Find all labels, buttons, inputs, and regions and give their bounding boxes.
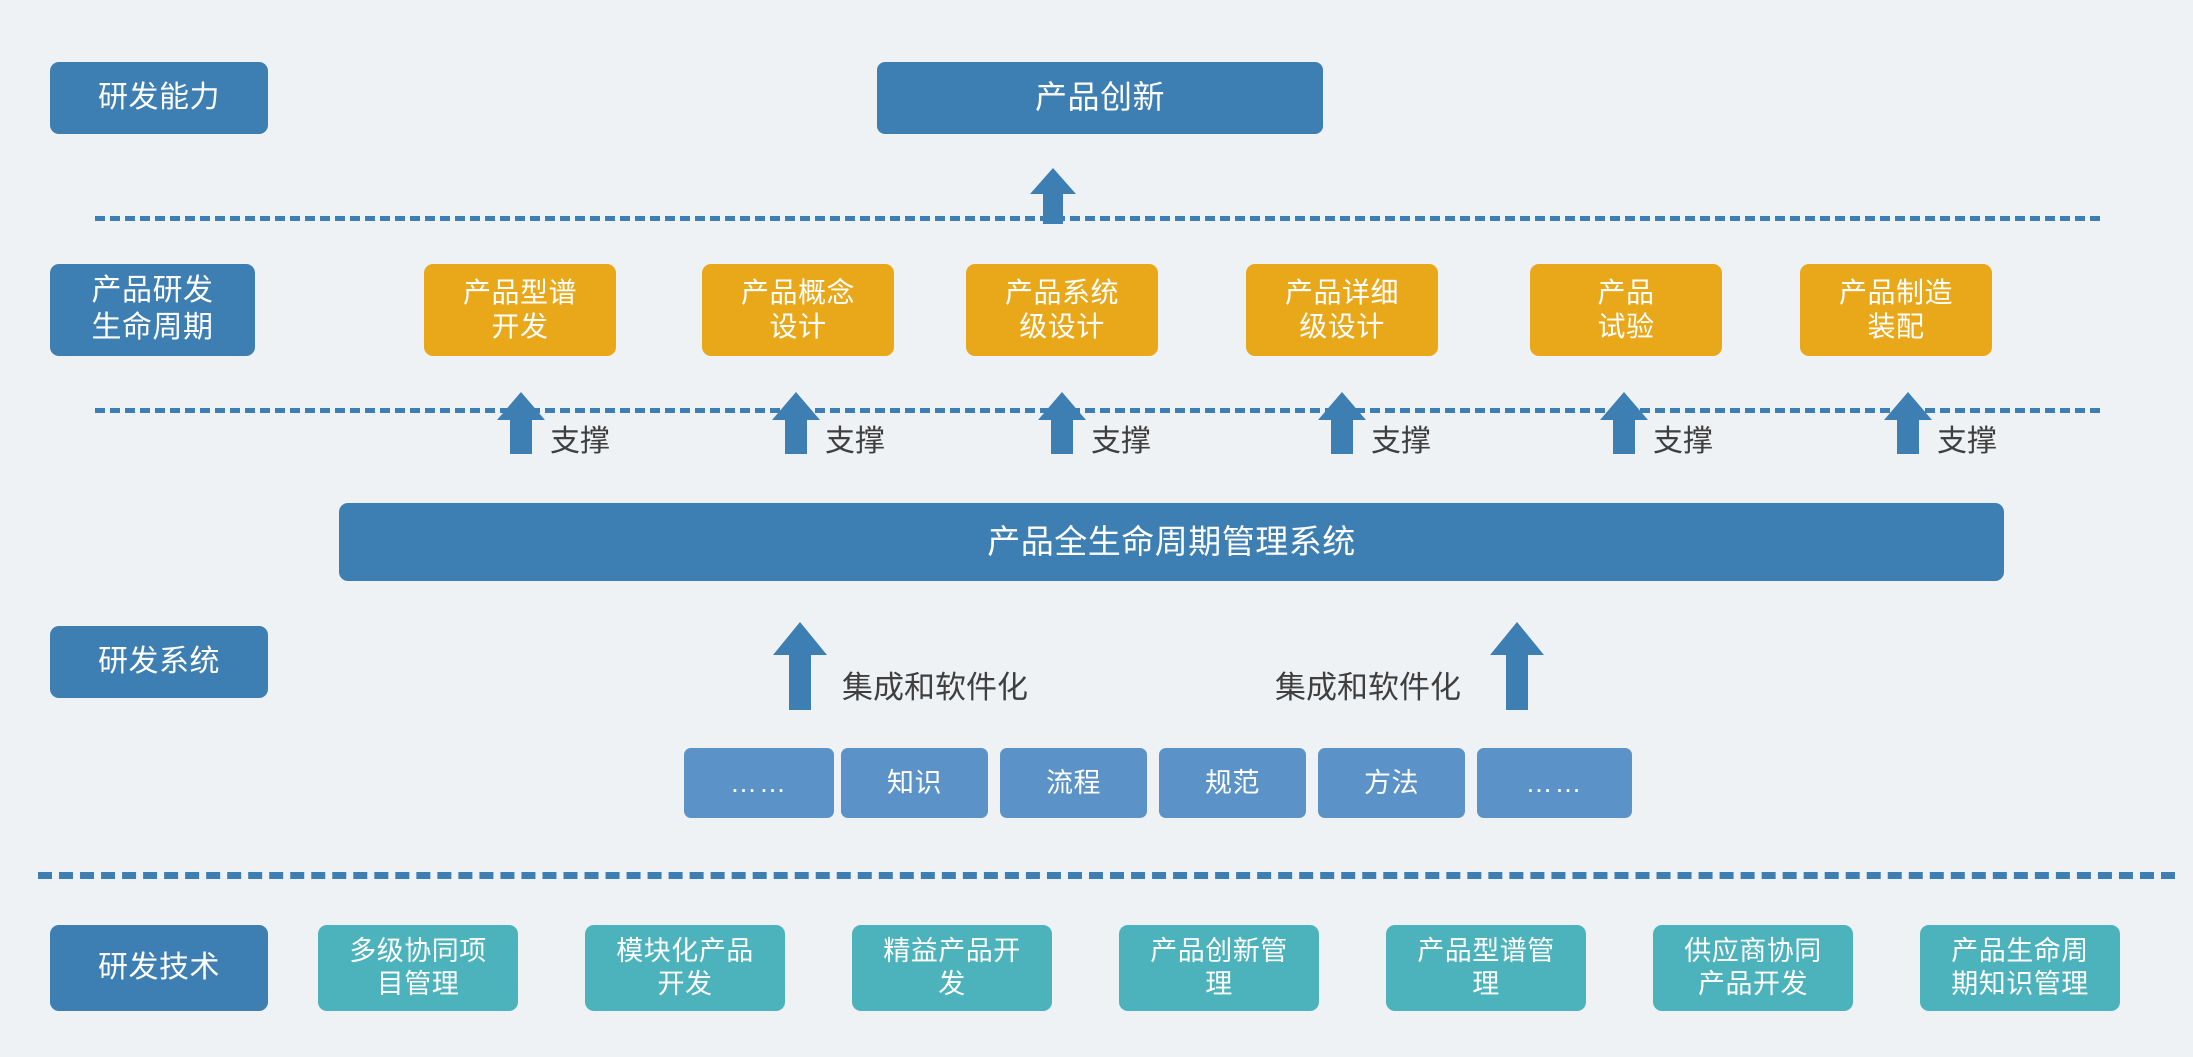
row-label-capability: 研发能力 — [50, 62, 268, 134]
technology-box-6[interactable]: 供应商协同 产品开发 — [1653, 925, 1853, 1011]
asset-box-4[interactable]: 规范 — [1159, 748, 1306, 818]
arrow-support-1 — [497, 392, 545, 454]
technology-box-2[interactable]: 模块化产品 开发 — [585, 925, 785, 1011]
lifecycle-stage-4[interactable]: 产品详细 级设计 — [1246, 264, 1438, 356]
asset-box-6[interactable]: …… — [1477, 748, 1632, 818]
arrow-integration-left — [773, 622, 827, 710]
arrow-up-to-innovation — [1030, 168, 1076, 224]
arrow-support-5 — [1600, 392, 1648, 454]
divider-system-technology — [38, 872, 2175, 879]
support-caption-3: 支撑 — [1091, 425, 1151, 458]
asset-box-5[interactable]: 方法 — [1318, 748, 1465, 818]
row-label-system: 研发系统 — [50, 626, 268, 698]
arrow-support-6 — [1884, 392, 1932, 454]
arrow-support-4 — [1318, 392, 1366, 454]
lifecycle-stage-2[interactable]: 产品概念 设计 — [702, 264, 894, 356]
plm-system-bar[interactable]: 产品全生命周期管理系统 — [339, 503, 2004, 581]
asset-box-1[interactable]: …… — [684, 748, 834, 818]
technology-box-1[interactable]: 多级协同项 目管理 — [318, 925, 518, 1011]
arrow-integration-right — [1490, 622, 1544, 710]
technology-box-5[interactable]: 产品型谱管 理 — [1386, 925, 1586, 1011]
integration-caption-right: 集成和软件化 — [1275, 670, 1461, 705]
support-caption-1: 支撑 — [550, 425, 610, 458]
lifecycle-stage-6[interactable]: 产品制造 装配 — [1800, 264, 1992, 356]
arrow-support-3 — [1038, 392, 1086, 454]
support-caption-4: 支撑 — [1371, 425, 1431, 458]
capability-product-innovation: 产品创新 — [877, 62, 1323, 134]
lifecycle-stage-1[interactable]: 产品型谱 开发 — [424, 264, 616, 356]
support-caption-6: 支撑 — [1937, 425, 1997, 458]
support-caption-2: 支撑 — [825, 425, 885, 458]
lifecycle-stage-3[interactable]: 产品系统 级设计 — [966, 264, 1158, 356]
row-label-technology: 研发技术 — [50, 925, 268, 1011]
technology-box-7[interactable]: 产品生命周 期知识管理 — [1920, 925, 2120, 1011]
arrow-support-2 — [772, 392, 820, 454]
row-label-lifecycle: 产品研发 生命周期 — [50, 264, 255, 356]
technology-box-4[interactable]: 产品创新管 理 — [1119, 925, 1319, 1011]
divider-capability-lifecycle — [95, 216, 2100, 221]
integration-caption-left: 集成和软件化 — [842, 670, 1028, 705]
divider-lifecycle-system — [95, 408, 2100, 413]
lifecycle-stage-5[interactable]: 产品 试验 — [1530, 264, 1722, 356]
asset-box-3[interactable]: 流程 — [1000, 748, 1147, 818]
support-caption-5: 支撑 — [1653, 425, 1713, 458]
technology-box-3[interactable]: 精益产品开 发 — [852, 925, 1052, 1011]
asset-box-2[interactable]: 知识 — [841, 748, 988, 818]
